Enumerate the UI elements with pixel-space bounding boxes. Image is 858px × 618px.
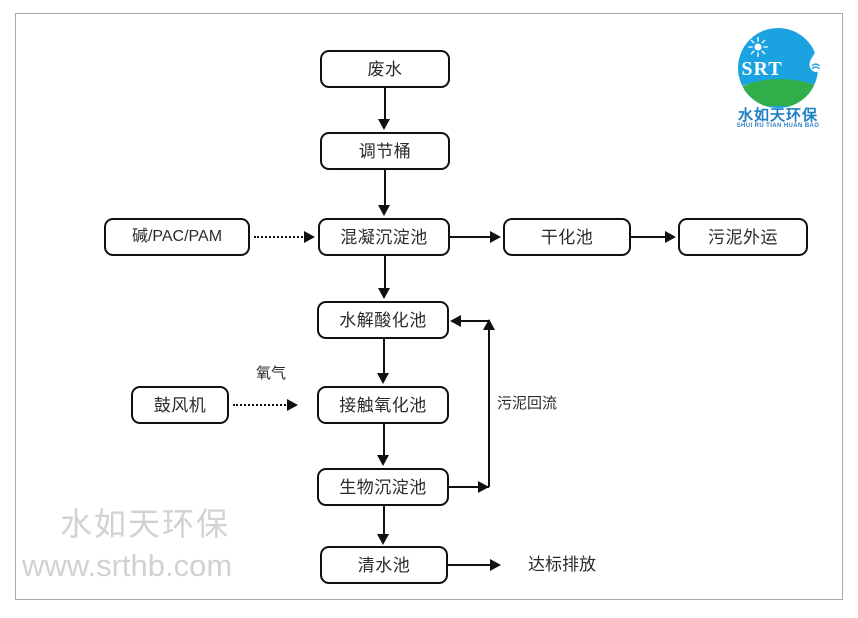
node-label: 清水池	[357, 555, 411, 575]
arrowhead-right	[287, 399, 298, 411]
label-compliant-discharge: 达标排放	[528, 555, 596, 574]
arrowhead-right	[478, 481, 489, 493]
connector-clearwater-to-discharge	[448, 564, 492, 566]
arrowhead-right	[490, 231, 501, 243]
arrowhead-down	[378, 205, 390, 216]
connector-sludge-return-top	[461, 320, 490, 322]
node-label: 废水	[367, 59, 403, 79]
logo-wave-green-lower	[738, 80, 818, 106]
node-clear-water-tank[interactable]: 清水池	[320, 546, 448, 584]
node-label: 碱/PAC/PAM	[131, 228, 223, 245]
arrowhead-right	[490, 559, 501, 571]
connector-contact-to-bio	[383, 424, 385, 456]
node-hydrolysis-tank[interactable]: 水解酸化池	[317, 301, 449, 339]
label-oxygen: 氧气	[256, 365, 287, 382]
logo-company-name-pinyin: SHUI RU TIAN HUAN BAO	[736, 123, 820, 129]
node-drying-pond[interactable]: 干化池	[503, 218, 631, 256]
arrowhead-right	[665, 231, 676, 243]
node-label: 鼓风机	[153, 395, 207, 415]
node-sludge-transport[interactable]: 污泥外运	[678, 218, 808, 256]
node-label: 生物沉淀池	[339, 477, 427, 497]
connector-coagulation-to-hydrolysis	[384, 256, 386, 290]
arrowhead-down	[378, 119, 390, 130]
node-blower[interactable]: 鼓风机	[131, 386, 229, 424]
watermark-url: www.srthb.com	[22, 548, 233, 583]
node-chemicals[interactable]: 碱/PAC/PAM	[104, 218, 250, 256]
arrowhead-down	[377, 534, 389, 545]
node-label: 混凝沉淀池	[340, 227, 428, 247]
node-label: 接触氧化池	[339, 395, 427, 415]
node-adjustment-tank[interactable]: 调节桶	[320, 132, 450, 170]
arrowhead-down	[377, 373, 389, 384]
watermark-company: 水如天环保	[60, 506, 231, 542]
node-coagulation-tank[interactable]: 混凝沉淀池	[318, 218, 450, 256]
connector-hydrolysis-to-contact	[383, 339, 385, 375]
connector-adjustment-to-coagulation	[384, 170, 386, 206]
label-sludge-return: 污泥回流	[497, 395, 558, 412]
connector-drying-to-transport	[631, 236, 667, 238]
connector-blower-to-contact	[233, 404, 289, 406]
sun-icon	[748, 37, 768, 57]
connector-bio-to-clearwater	[383, 506, 385, 539]
arrowhead-right	[304, 231, 315, 243]
node-label: 水解酸化池	[339, 310, 427, 330]
node-label: 干化池	[540, 227, 594, 247]
node-label: 污泥外运	[708, 227, 778, 247]
arrowhead-up	[483, 319, 495, 330]
logo-company-name-cn: 水如天环保	[737, 107, 818, 124]
logo-badge	[738, 28, 818, 108]
company-logo: SRT 水如天环保 SHUI RU TIAN HUAN BAO	[722, 28, 834, 129]
arrowhead-down	[377, 455, 389, 466]
node-contact-oxidation-tank[interactable]: 接触氧化池	[317, 386, 449, 424]
arrowhead-down	[378, 288, 390, 299]
connector-sludge-return-vertical	[488, 321, 490, 487]
node-label: 调节桶	[358, 141, 412, 161]
water-drop-icon	[809, 51, 823, 72]
connector-coagulation-to-drying	[450, 236, 492, 238]
connector-chemicals-to-coagulation	[254, 236, 306, 238]
connector-sludge-return-bottom	[449, 486, 489, 488]
watermark: 水如天环保 www.srthb.com	[22, 508, 232, 581]
logo-mark-text: SRT	[741, 58, 783, 80]
arrowhead-left	[450, 315, 461, 327]
node-wastewater[interactable]: 废水	[320, 50, 450, 88]
connector-wastewater-to-adjustment	[384, 88, 386, 121]
node-bio-settling-tank[interactable]: 生物沉淀池	[317, 468, 449, 506]
